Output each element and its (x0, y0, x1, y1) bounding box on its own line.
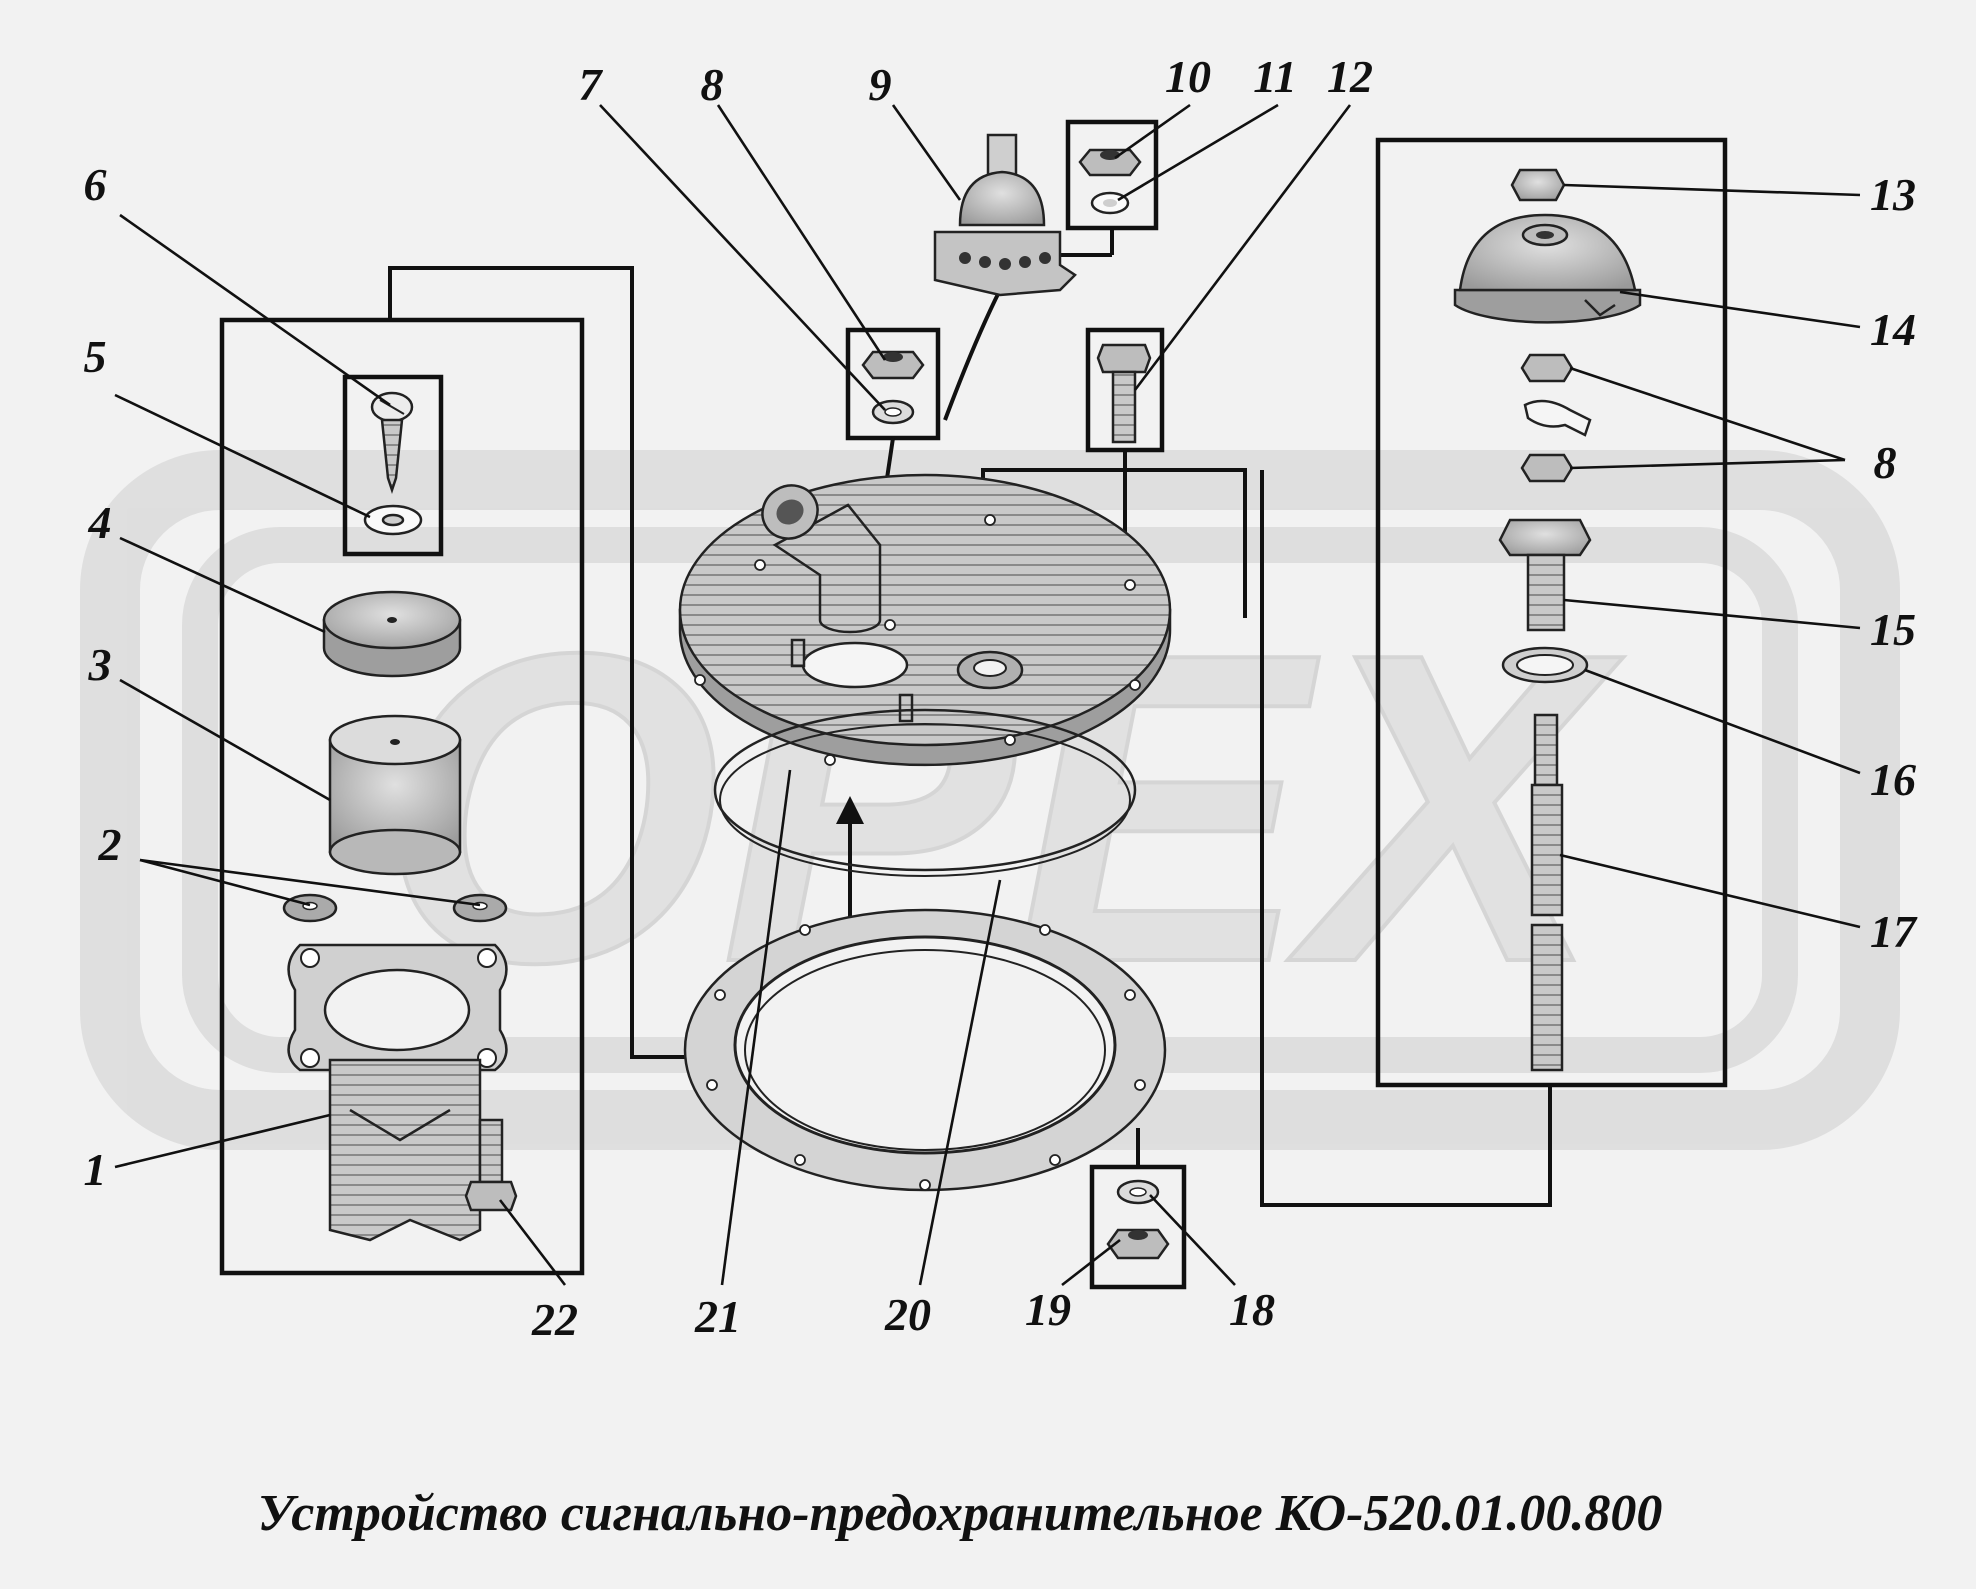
elbow-fitting (761, 484, 882, 634)
plate-studs (790, 638, 914, 723)
top-plate-part-21 (678, 473, 1172, 767)
rod-part-17 (1530, 713, 1564, 1072)
callout-2: 2 (98, 819, 122, 870)
nuts-part-8b (1520, 353, 1592, 483)
left-assembly-parts (282, 391, 518, 1242)
callout-20: 20 (884, 1289, 931, 1340)
right-assembly-parts (1453, 168, 1642, 1072)
cap-nut-part-13 (1510, 168, 1566, 202)
flange-gasket (287, 943, 508, 1072)
nut-part-8a (861, 350, 925, 380)
diagram-caption: Устройство сигнально-предохранительное К… (258, 1485, 1663, 1542)
plate-bushing (956, 650, 1024, 690)
callout-21: 21 (694, 1291, 741, 1342)
callout-22: 22 (531, 1294, 578, 1345)
callout-19: 19 (1025, 1284, 1071, 1335)
callout-10: 10 (1165, 51, 1211, 102)
callout-12: 12 (1327, 51, 1373, 102)
washer-part-18 (1116, 1179, 1160, 1205)
callout-labels: 1 2 3 4 5 6 7 8 9 10 11 12 13 14 8 15 16… (84, 51, 1919, 1345)
callout-8-upper: 8 (701, 59, 724, 110)
nut-part-10 (1078, 148, 1142, 177)
center-parts (678, 133, 1172, 1260)
callout-3: 3 (88, 639, 112, 690)
callout-6: 6 (84, 159, 107, 210)
callout-1: 1 (84, 1144, 107, 1195)
callout-14: 14 (1870, 304, 1916, 355)
washer-part-5 (363, 504, 423, 536)
dome-cap-part-14 (1453, 213, 1642, 324)
cup-part-3 (328, 714, 462, 876)
callout-4: 4 (88, 497, 112, 548)
signal-device-part-9 (933, 133, 1077, 297)
callout-9: 9 (869, 59, 892, 110)
left-assembly-frame (219, 317, 585, 1276)
nut-part-19 (1106, 1228, 1170, 1260)
callout-11: 11 (1253, 51, 1296, 102)
callout-13: 13 (1870, 169, 1916, 220)
callout-17: 17 (1870, 906, 1918, 957)
ring-flange-part-20 (683, 908, 1167, 1192)
thin-gasket (713, 708, 1137, 877)
callout-15: 15 (1870, 604, 1916, 655)
callout-5: 5 (84, 331, 107, 382)
washer-part-11 (1090, 191, 1130, 215)
callout-18: 18 (1229, 1284, 1275, 1335)
fitting-part-15 (1498, 518, 1592, 632)
callout-16: 16 (1870, 754, 1916, 805)
bolt-part-12 (1096, 343, 1152, 444)
callout-7: 7 (579, 59, 604, 110)
leader-lines (114, 103, 1861, 1287)
tube-part-1 (328, 1058, 482, 1242)
callout-8-right: 8 (1874, 437, 1897, 488)
washer-part-16 (1501, 646, 1589, 684)
cap-disk-part-4 (322, 590, 462, 678)
hardware-box-6-5 (342, 374, 444, 557)
